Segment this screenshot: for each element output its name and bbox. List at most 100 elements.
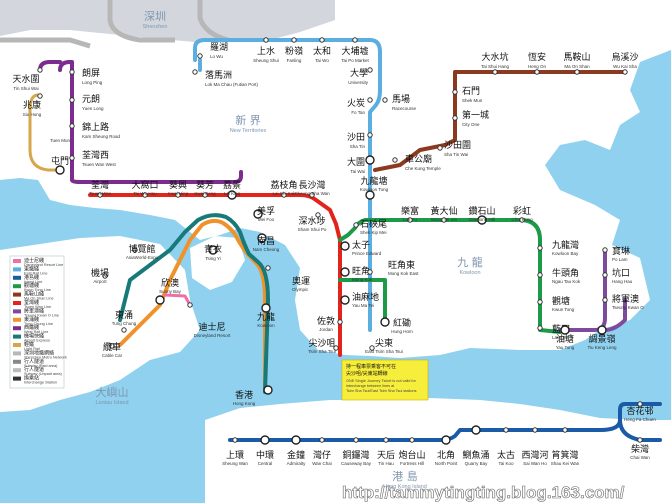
tsing-yi-land [190,236,245,290]
station-marker-ngau-tau-kok [537,272,543,278]
station-marker-city-one [452,115,458,121]
legend-swatch-5 [13,301,21,305]
station-label-en-po-lam: Po Lam [612,257,628,262]
area-label-zh-new-territories: 新 界 [235,113,261,127]
station-label-en-sunny-bay: Sunny Bay [159,289,182,294]
station-label-zh-kwai-hing: 葵興 [169,179,187,191]
legend-label-en-7: Tung Chung Line [24,322,53,326]
station-label-zh-siu-hong: 兆康 [23,99,41,111]
station-marker-central [260,435,270,445]
station-marker-wong-tai-sin [441,217,447,223]
airport-express-line-13 [118,213,270,394]
station-label-en-tai-koo: Tai Koo [498,461,514,466]
station-marker-tseung-kwan-o [602,297,608,303]
station-marker-wan-chai [319,437,325,443]
station-label-zh-racecourse: 馬場 [392,93,410,105]
area-label-en-shenzhen: Shenzhen [143,24,168,30]
station-label-zh-tai-po-market: 大埔墟 [341,45,368,57]
station-marker-tai-shui-hang [492,69,498,75]
station-label-zh-tin-shui-wai: 天水圍 [12,73,39,85]
station-label-zh-long-ping: 朗屏 [82,67,100,79]
station-label-en-yuen-long: Yuen Long [82,106,104,111]
station-marker-sheung-shui [263,37,269,43]
station-label-en-kowloon: Kowloon [257,323,275,328]
station-label-zh-cable-car: 纜車 [103,341,121,353]
station-marker-wu-kai-sha [622,69,628,75]
station-label-en-tai-wo-hau: Tai Wo Hau [133,191,157,196]
legend-label-zh-14: 換乘站 [24,375,39,382]
legend-swatch-4 [13,292,21,297]
station-marker-long-ping [69,69,75,75]
station-marker-po-lam [602,247,608,253]
station-label-zh-diamond-hill: 鑽石山 [468,205,495,217]
legend-swatch-10 [13,343,21,347]
station-label-en-jordan: Jordan [319,327,333,332]
station-label-en-ngau-tau-kok: Ngau Tau Kok [552,279,581,284]
legend-label-en-10: Light Rail [24,347,40,351]
station-label-zh-kowloon: 九龍 [257,311,275,323]
station-label-zh-tsuen-wan: 荃灣 [91,179,109,191]
legend-label-zh-4: 馬鞍山綫 [24,291,44,298]
legend-swatch-9 [13,334,21,339]
legend-label-zh-0: 迪士尼綫 [24,257,44,264]
station-marker-hang-hau [602,272,608,278]
station-label-zh-causeway-bay: 銅鑼灣 [342,449,369,461]
watermark-text: http://tammytingting.blog.163.com/ [342,483,625,502]
station-marker-tai-po-market [352,37,358,43]
station-label-en-sai-wan-ho: Sai Wan Ho [523,461,547,466]
legend-swatch-3 [13,284,21,289]
station-marker-east-tsim-sha-tsui [369,345,375,351]
station-label-en-kwai-fong: Kwai Fong [194,191,216,196]
station-label-zh-wu-kai-sha: 烏溪沙 [611,51,638,63]
station-label-en-sheung-shui: Sheung Shui [253,58,279,63]
station-label-zh-central: 中環 [256,449,274,461]
disney-line-14 [163,293,192,307]
station-label-en-central: Central [258,461,273,466]
station-label-zh-shau-kei-wan: 筲箕灣 [551,449,578,461]
station-label-zh-kowloon-tong: 九龍塘 [360,175,387,187]
tung-chung-line-12 [118,218,267,392]
station-label-en-fanling: Fanling [287,58,302,63]
station-label-zh-tai-koo: 太古 [497,449,515,461]
station-label-en-lai-king: Lai King [224,191,241,196]
station-label-en-che-kung-temple: Che Kung Temple [405,166,441,171]
station-label-en-prince-edward: Prince Edward [352,251,382,256]
station-label-en-tai-wo: Tai Wo [315,58,329,63]
station-label-en-diamond-hill: Diamond Hill [469,217,495,222]
station-label-zh-yau-tong: 油塘 [556,333,574,345]
station-label-en-kowloon-tong: Kowloon Tong [360,187,389,192]
legend-label-zh-13: 行人隧道 [24,366,44,373]
notice-line5: Tsim Sha Tsui/East Tsim Sha Tsui station… [346,389,417,393]
station-marker-siu-hong [37,93,43,99]
station-label-zh-kwai-fong: 葵芳 [196,179,214,191]
legend-label-zh-9: 機場快綫 [24,333,44,340]
light-rail-line-0 [28,93,62,172]
station-marker-kowloon-bay [537,245,543,251]
station-marker-racecourse [382,97,388,103]
station-label-en-tai-shui-hang: Tai Shui Hang [481,64,510,69]
station-marker-kowloon-tong [365,190,375,200]
area-label-en-new-territories: New Territories [230,128,267,134]
station-marker-tsim-sha-tsui [333,345,339,351]
legend-label-en-6: Tseung Kwan O Line [24,313,59,317]
station-label-en-siu-hong: Siu Hong [23,112,42,117]
legend-label-en-5: Tsuen Wan Line [24,305,51,309]
station-label-en-sha-tin-wai: Sha Tin Wai [444,152,468,157]
station-label-en-chai-wan: Chai Wan [630,455,650,460]
station-marker-disneyland [187,302,193,308]
legend-label-zh-5: 荃灣綫 [24,299,39,306]
station-label-zh-jordan: 佐敦 [317,315,335,327]
station-marker-north-point [441,435,451,445]
legend-label-en-1: East Rail Line [24,271,47,275]
station-label-en-cable-car: Cable Car [102,353,123,358]
legend-swatch-6 [13,309,21,314]
shenzhen-land [0,0,335,42]
station-label-zh-tsing-yi: 青衣 [204,243,222,255]
station-label-zh-tuen-mun: 屯門 [51,155,69,167]
east-rail-line-3 [193,38,382,332]
station-label-zh-shek-kip-mei: 石硤尾 [360,219,387,230]
station-label-en-mei-foo: Mei Foo [258,217,275,222]
station-marker-tsuen-wan-west [69,155,75,161]
station-marker-lam-tin [537,325,543,331]
